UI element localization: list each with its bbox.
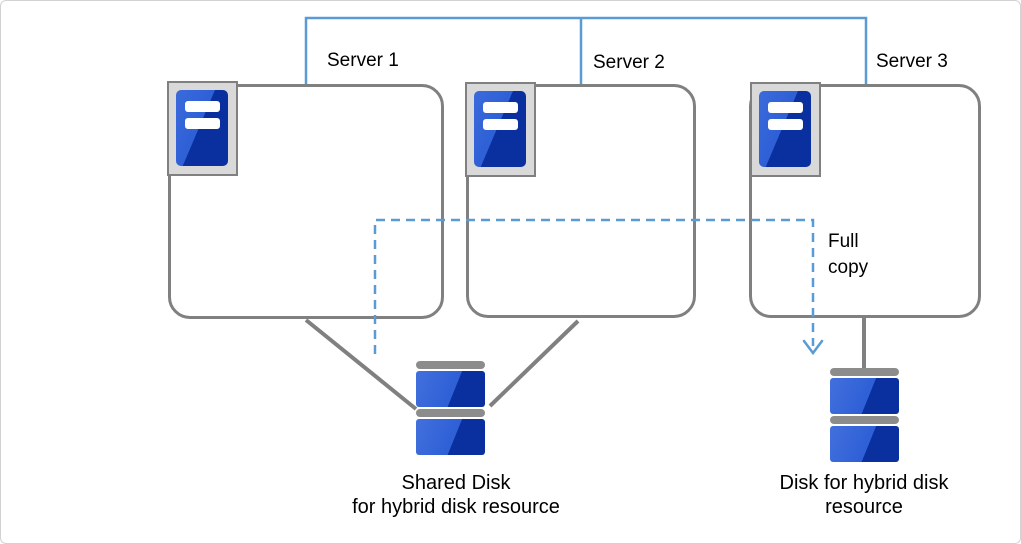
- shared-disk-label: Shared Disk for hybrid disk resource: [352, 472, 560, 518]
- server-drive-bay: [185, 101, 220, 112]
- server-icon: [465, 82, 536, 177]
- server-icon: [167, 81, 238, 176]
- server-icon: [750, 82, 821, 177]
- disk-cap: [416, 361, 485, 369]
- down-arrow-icon: [802, 339, 824, 356]
- shared-disk-icon: [416, 361, 485, 457]
- server-icon-panel: [176, 90, 228, 166]
- disk-cap: [830, 416, 899, 424]
- server-drive-bay: [483, 119, 518, 130]
- server-drive-bay: [185, 118, 220, 129]
- disk-platter: [416, 419, 485, 455]
- disk-platter: [830, 426, 899, 462]
- disk-cap: [416, 409, 485, 417]
- server-2-label: Server 2: [593, 52, 665, 73]
- server-3-label: Server 3: [876, 51, 948, 72]
- server-icon-panel: [474, 91, 526, 167]
- server-drive-bay: [768, 119, 803, 130]
- disk-platter: [416, 371, 485, 407]
- server-drive-bay: [483, 102, 518, 113]
- server2-shared-disk-link: [488, 319, 580, 408]
- hybrid-disk-label: Disk for hybrid disk resource: [779, 472, 949, 518]
- full-copy-label: Full copy: [828, 231, 869, 278]
- server-drive-bay: [768, 102, 803, 113]
- server-icon-panel: [759, 91, 811, 167]
- disk-cap: [830, 368, 899, 376]
- disk-platter: [830, 378, 899, 414]
- server1-shared-disk-link: [304, 318, 418, 411]
- server-1-label: Server 1: [327, 50, 399, 71]
- hybrid-disk-icon: [830, 368, 899, 464]
